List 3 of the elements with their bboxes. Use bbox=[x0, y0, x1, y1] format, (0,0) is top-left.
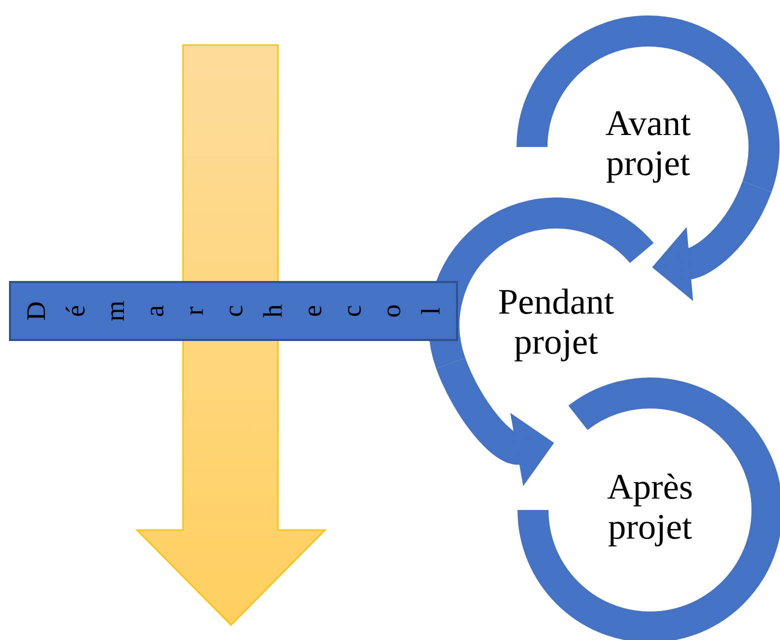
label-bar: Démarche col bbox=[9, 281, 458, 341]
circular-step: Après projet bbox=[518, 378, 780, 640]
circular-step: Avant projet bbox=[516, 16, 780, 192]
